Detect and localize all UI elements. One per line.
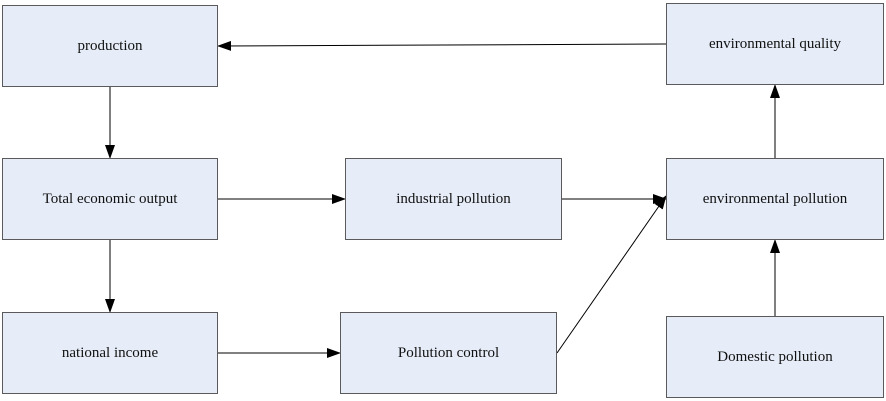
node-domestic-pollution-label: Domestic pollution (717, 348, 833, 365)
node-pollution-control-label: Pollution control (397, 344, 500, 361)
arrow-environmental-quality-to-production (217, 40, 667, 51)
node-domestic-pollution: Domestic pollution (666, 316, 884, 398)
node-environmental-pollution-label: environmental pollution (702, 190, 848, 207)
node-total-economic-output: Total economic output (2, 158, 218, 240)
node-environmental-quality: environmental quality (666, 3, 884, 85)
node-national-income: national income (2, 312, 218, 394)
node-industrial-pollution: industrial pollution (345, 158, 562, 240)
node-total-economic-output-label: Total economic output (42, 190, 178, 207)
node-production-label: production (77, 37, 143, 54)
node-environmental-quality-label: environmental quality (708, 35, 842, 52)
node-production: production (2, 5, 218, 87)
arrow-pollution-control-to-environmental-pollution (556, 195, 667, 354)
node-pollution-control: Pollution control (340, 312, 557, 394)
node-national-income-label: national income (61, 344, 159, 361)
node-industrial-pollution-label: industrial pollution (396, 190, 511, 207)
node-environmental-pollution: environmental pollution (666, 158, 884, 240)
